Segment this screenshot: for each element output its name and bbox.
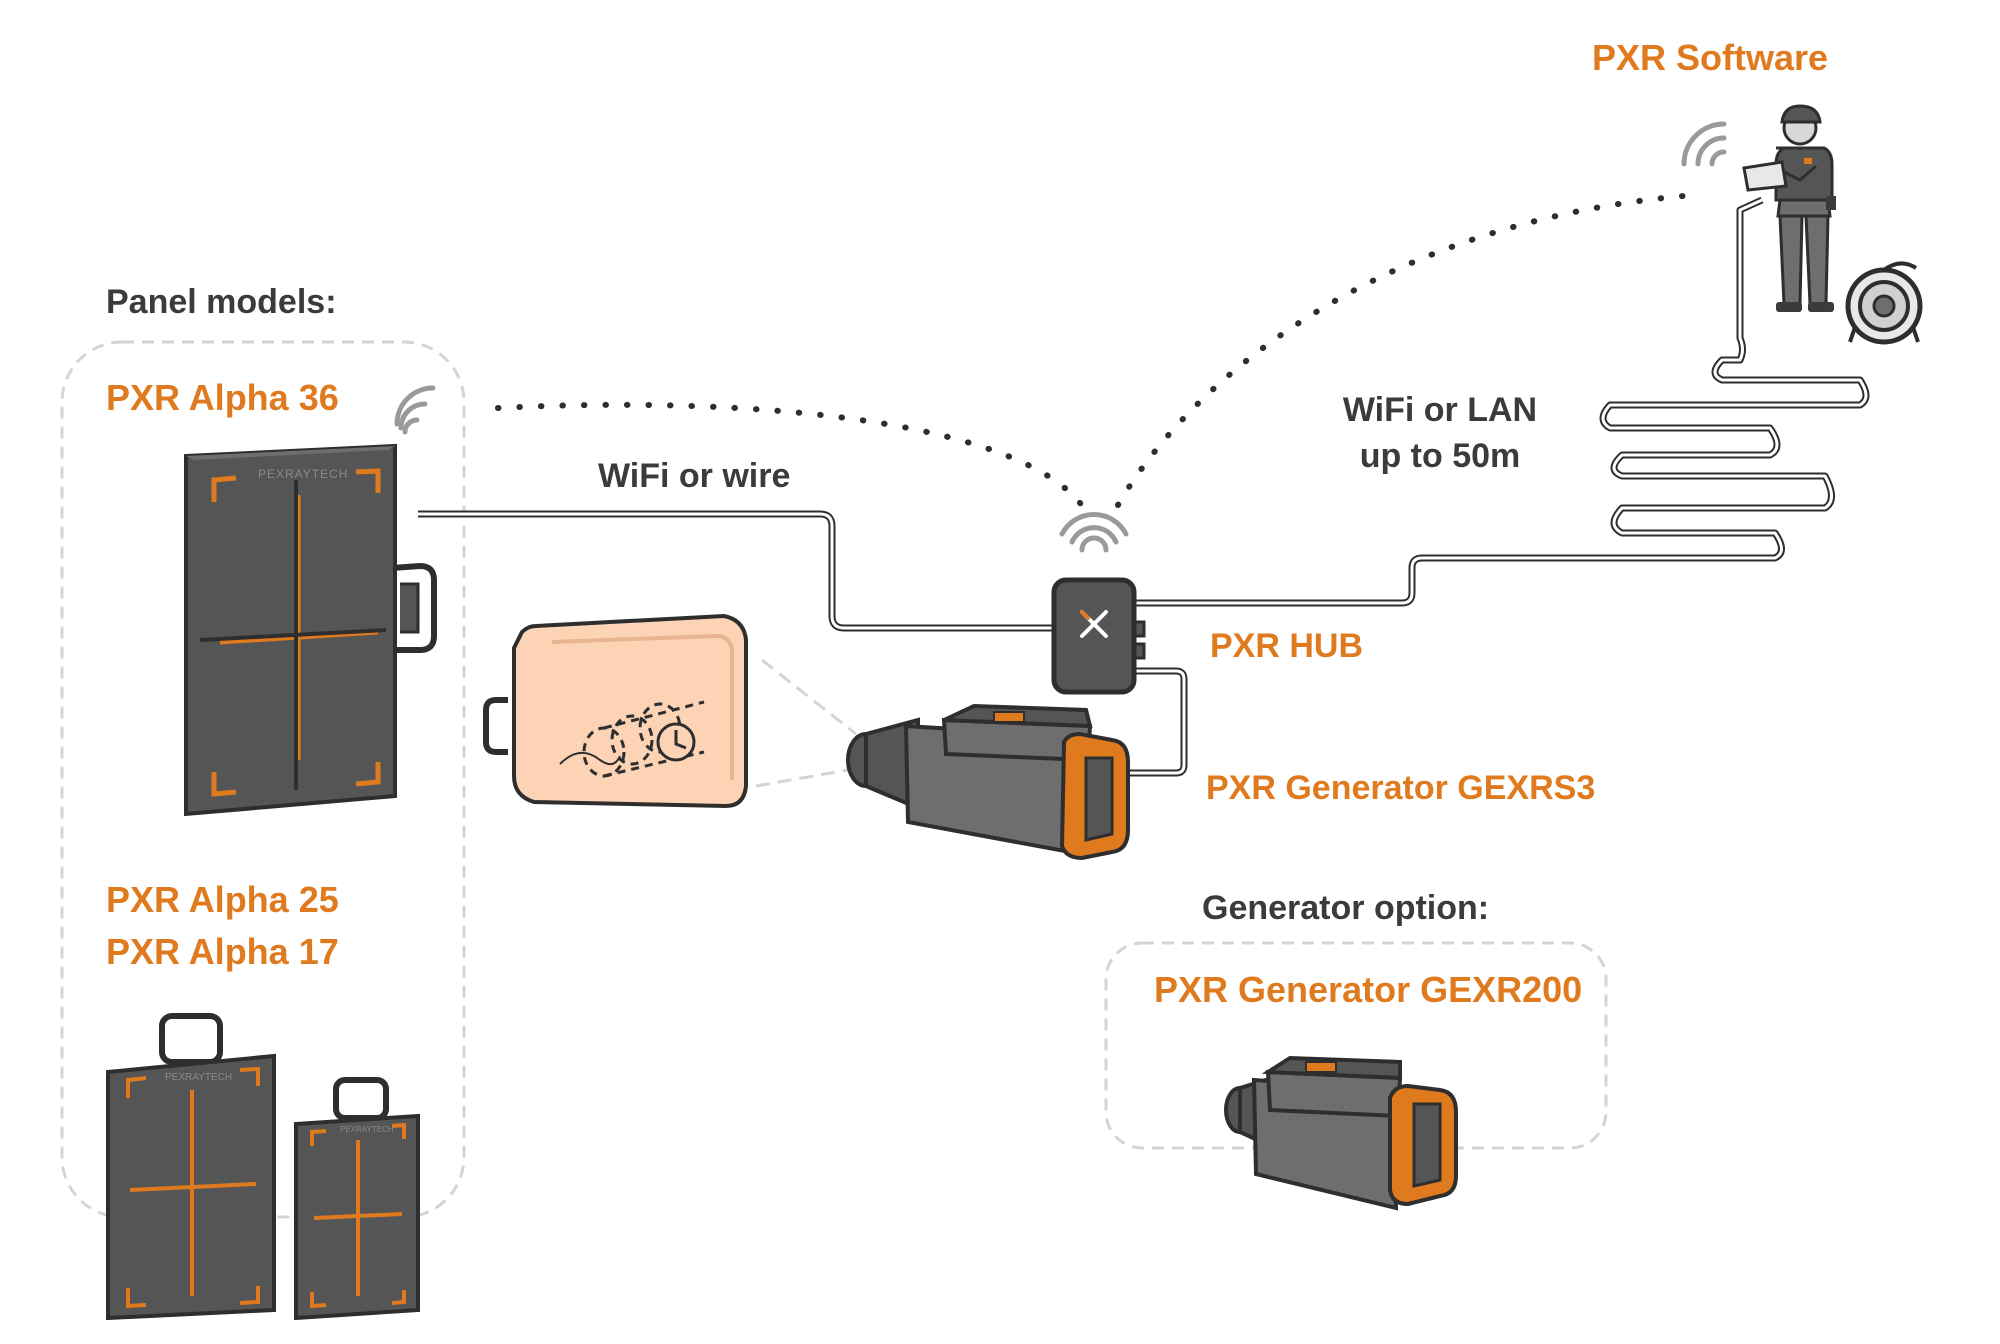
alpha36-panel: PEXRAYTECH (184, 443, 437, 817)
hub-to-generator-cable (1128, 667, 1188, 777)
alpha17-panel: PEXRAYTECH (294, 1077, 420, 1321)
panel-brand-text: PEXRAYTECH (340, 1125, 394, 1134)
cable-reel-icon (1845, 261, 1923, 345)
panel-models-heading: Panel models: (106, 283, 337, 321)
pxr-hub (1051, 577, 1146, 695)
wifi-signal-icon (1681, 121, 1727, 167)
generator-gexr200 (1224, 1055, 1458, 1211)
panel-brand-text: PEXRAYTECH (165, 1072, 232, 1083)
alpha25-panel: PEXRAYTECH (106, 1013, 276, 1321)
alpha25-label: PXR Alpha 25 (106, 879, 339, 920)
alpha36-label: PXR Alpha 36 (106, 377, 339, 418)
wifi-or-lan-label: WiFi or LAN (1342, 391, 1538, 429)
panel-to-hub-cable (418, 510, 1054, 632)
panel-brand-text: PEXRAYTECH (258, 467, 348, 481)
wifi-signal-icon (394, 385, 436, 435)
generator-gexrs3 (846, 703, 1130, 861)
wifi-signal-icon (1059, 511, 1129, 553)
alpha17-label: PXR Alpha 17 (106, 931, 339, 972)
generator-option-heading: Generator option: (1202, 889, 1490, 927)
software-label: PXR Software (1592, 37, 1829, 78)
generator-gexrs3-label: PXR Generator GEXRS3 (1206, 769, 1596, 807)
distance-label: up to 50m (1359, 437, 1521, 475)
inspected-object (483, 613, 748, 809)
hub-label: PXR HUB (1210, 627, 1364, 665)
wifi-or-wire-label: WiFi or wire (598, 457, 791, 495)
technician-with-tablet-icon (1742, 104, 1836, 312)
panel-to-hub-wireless-link (495, 401, 1093, 521)
clock-icon (656, 722, 696, 762)
generator-gexr200-label: PXR Generator GEXR200 (1154, 969, 1583, 1010)
hub-to-software-wireless-link (1115, 192, 1698, 508)
